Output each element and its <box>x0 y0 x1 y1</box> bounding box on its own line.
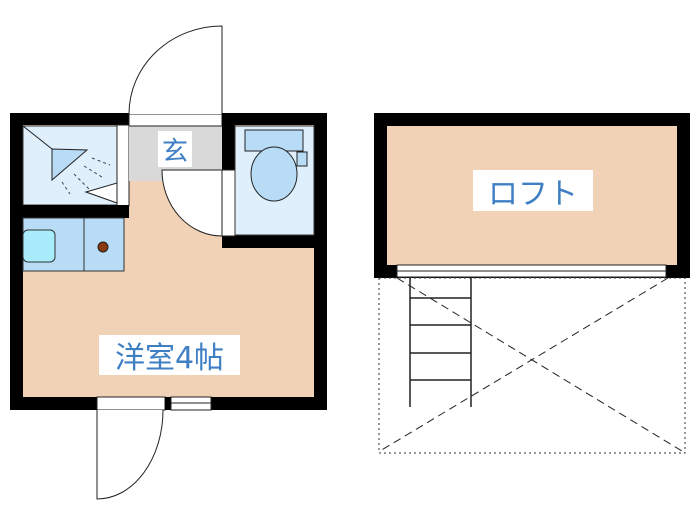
balcony-door-swing <box>96 409 164 500</box>
toilet-bowl-icon <box>250 146 298 202</box>
inner-door-swing <box>161 169 223 237</box>
western-room-label: 洋室4帖 <box>99 335 240 376</box>
loft-void-outline <box>378 277 686 454</box>
shower-head-icon <box>51 148 89 182</box>
stove-burner-icon <box>97 241 109 253</box>
ladder-icon <box>409 278 472 407</box>
kitchen-sink <box>22 229 56 263</box>
entrance-door-swing <box>128 25 223 115</box>
entrance-label: 玄 <box>158 131 192 167</box>
loft-label: ロフト <box>473 170 593 212</box>
toilet-lever <box>296 151 308 167</box>
